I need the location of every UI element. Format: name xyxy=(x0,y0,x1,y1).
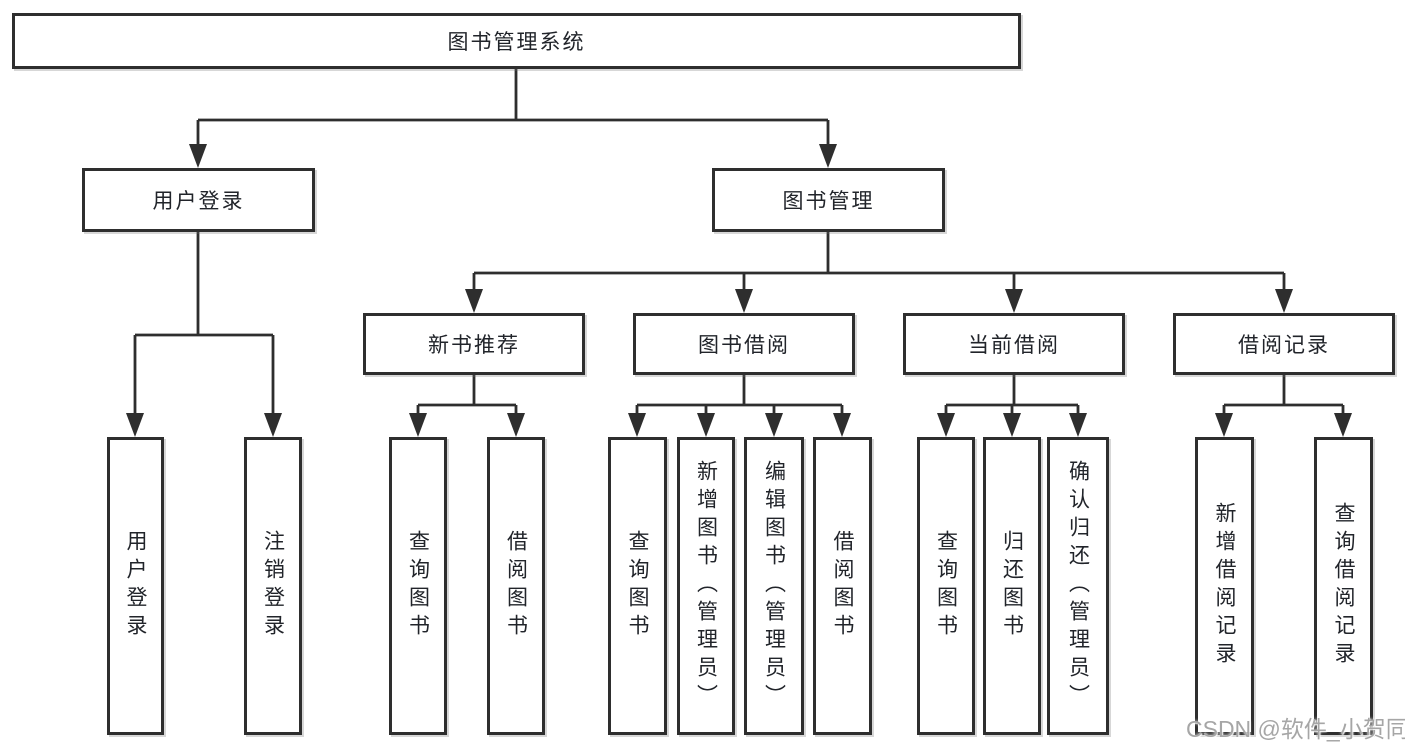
leaf-add-borrow-record: 新增借阅记录 xyxy=(1195,437,1254,735)
arrowheads xyxy=(126,144,1352,437)
node-book-borrow-label: 图书借阅 xyxy=(698,334,790,357)
leaf-query-borrow-record-label: 查询借阅记录 xyxy=(1332,502,1355,670)
leaf-user-login: 用户登录 xyxy=(107,437,164,735)
node-borrow-records: 借阅记录 xyxy=(1173,313,1395,375)
csdn-watermark: CSDN @软件_小贺同学 xyxy=(1186,716,1405,742)
leaf-logout-login: 注销登录 xyxy=(244,437,302,735)
leaf-add-borrow-record-label: 新增借阅记录 xyxy=(1213,502,1236,670)
leaf-query-borrow-record: 查询借阅记录 xyxy=(1314,437,1373,735)
leaf-query-books-current-label: 查询图书 xyxy=(934,530,958,642)
node-library-system: 图书管理系统 xyxy=(12,13,1021,69)
leaf-confirm-return-admin: 确认归还（管理员） xyxy=(1047,437,1109,735)
node-book-borrow: 图书借阅 xyxy=(633,313,855,375)
leaf-borrow-books: 借阅图书 xyxy=(813,437,872,735)
leaf-query-books-recommend: 查询图书 xyxy=(389,437,447,735)
node-new-book-recommend-label: 新书推荐 xyxy=(428,334,520,357)
node-current-borrow-label: 当前借阅 xyxy=(968,334,1060,357)
leaf-edit-book-admin: 编辑图书（管理员） xyxy=(744,437,804,735)
leaf-borrow-books-recommend: 借阅图书 xyxy=(487,437,545,735)
leaf-borrow-books-label: 借阅图书 xyxy=(831,530,854,642)
leaf-query-books-borrow: 查询图书 xyxy=(608,437,667,735)
node-current-borrow: 当前借阅 xyxy=(903,313,1125,375)
leaf-confirm-return-admin-label: 确认归还（管理员） xyxy=(1066,460,1090,712)
leaf-borrow-books-recommend-label: 借阅图书 xyxy=(504,530,528,642)
leaf-add-book-admin-label: 新增图书（管理员） xyxy=(694,460,718,712)
node-new-book-recommend: 新书推荐 xyxy=(363,313,585,375)
node-user-login: 用户登录 xyxy=(82,168,315,232)
leaf-edit-book-admin-label: 编辑图书（管理员） xyxy=(762,460,786,712)
leaf-add-book-admin: 新增图书（管理员） xyxy=(677,437,735,735)
leaf-logout-login-label: 注销登录 xyxy=(261,530,285,642)
leaf-return-books-label: 归还图书 xyxy=(1000,530,1024,642)
node-borrow-records-label: 借阅记录 xyxy=(1238,334,1330,357)
node-user-login-label: 用户登录 xyxy=(152,190,245,213)
node-book-management-label: 图书管理 xyxy=(782,190,875,213)
leaf-user-login-label: 用户登录 xyxy=(124,530,147,642)
node-book-management: 图书管理 xyxy=(712,168,945,232)
leaf-query-books-recommend-label: 查询图书 xyxy=(406,530,430,642)
node-library-system-label: 图书管理系统 xyxy=(447,31,586,54)
leaf-query-books-borrow-label: 查询图书 xyxy=(626,530,649,642)
leaf-query-books-current: 查询图书 xyxy=(917,437,975,735)
leaf-return-books: 归还图书 xyxy=(983,437,1041,735)
